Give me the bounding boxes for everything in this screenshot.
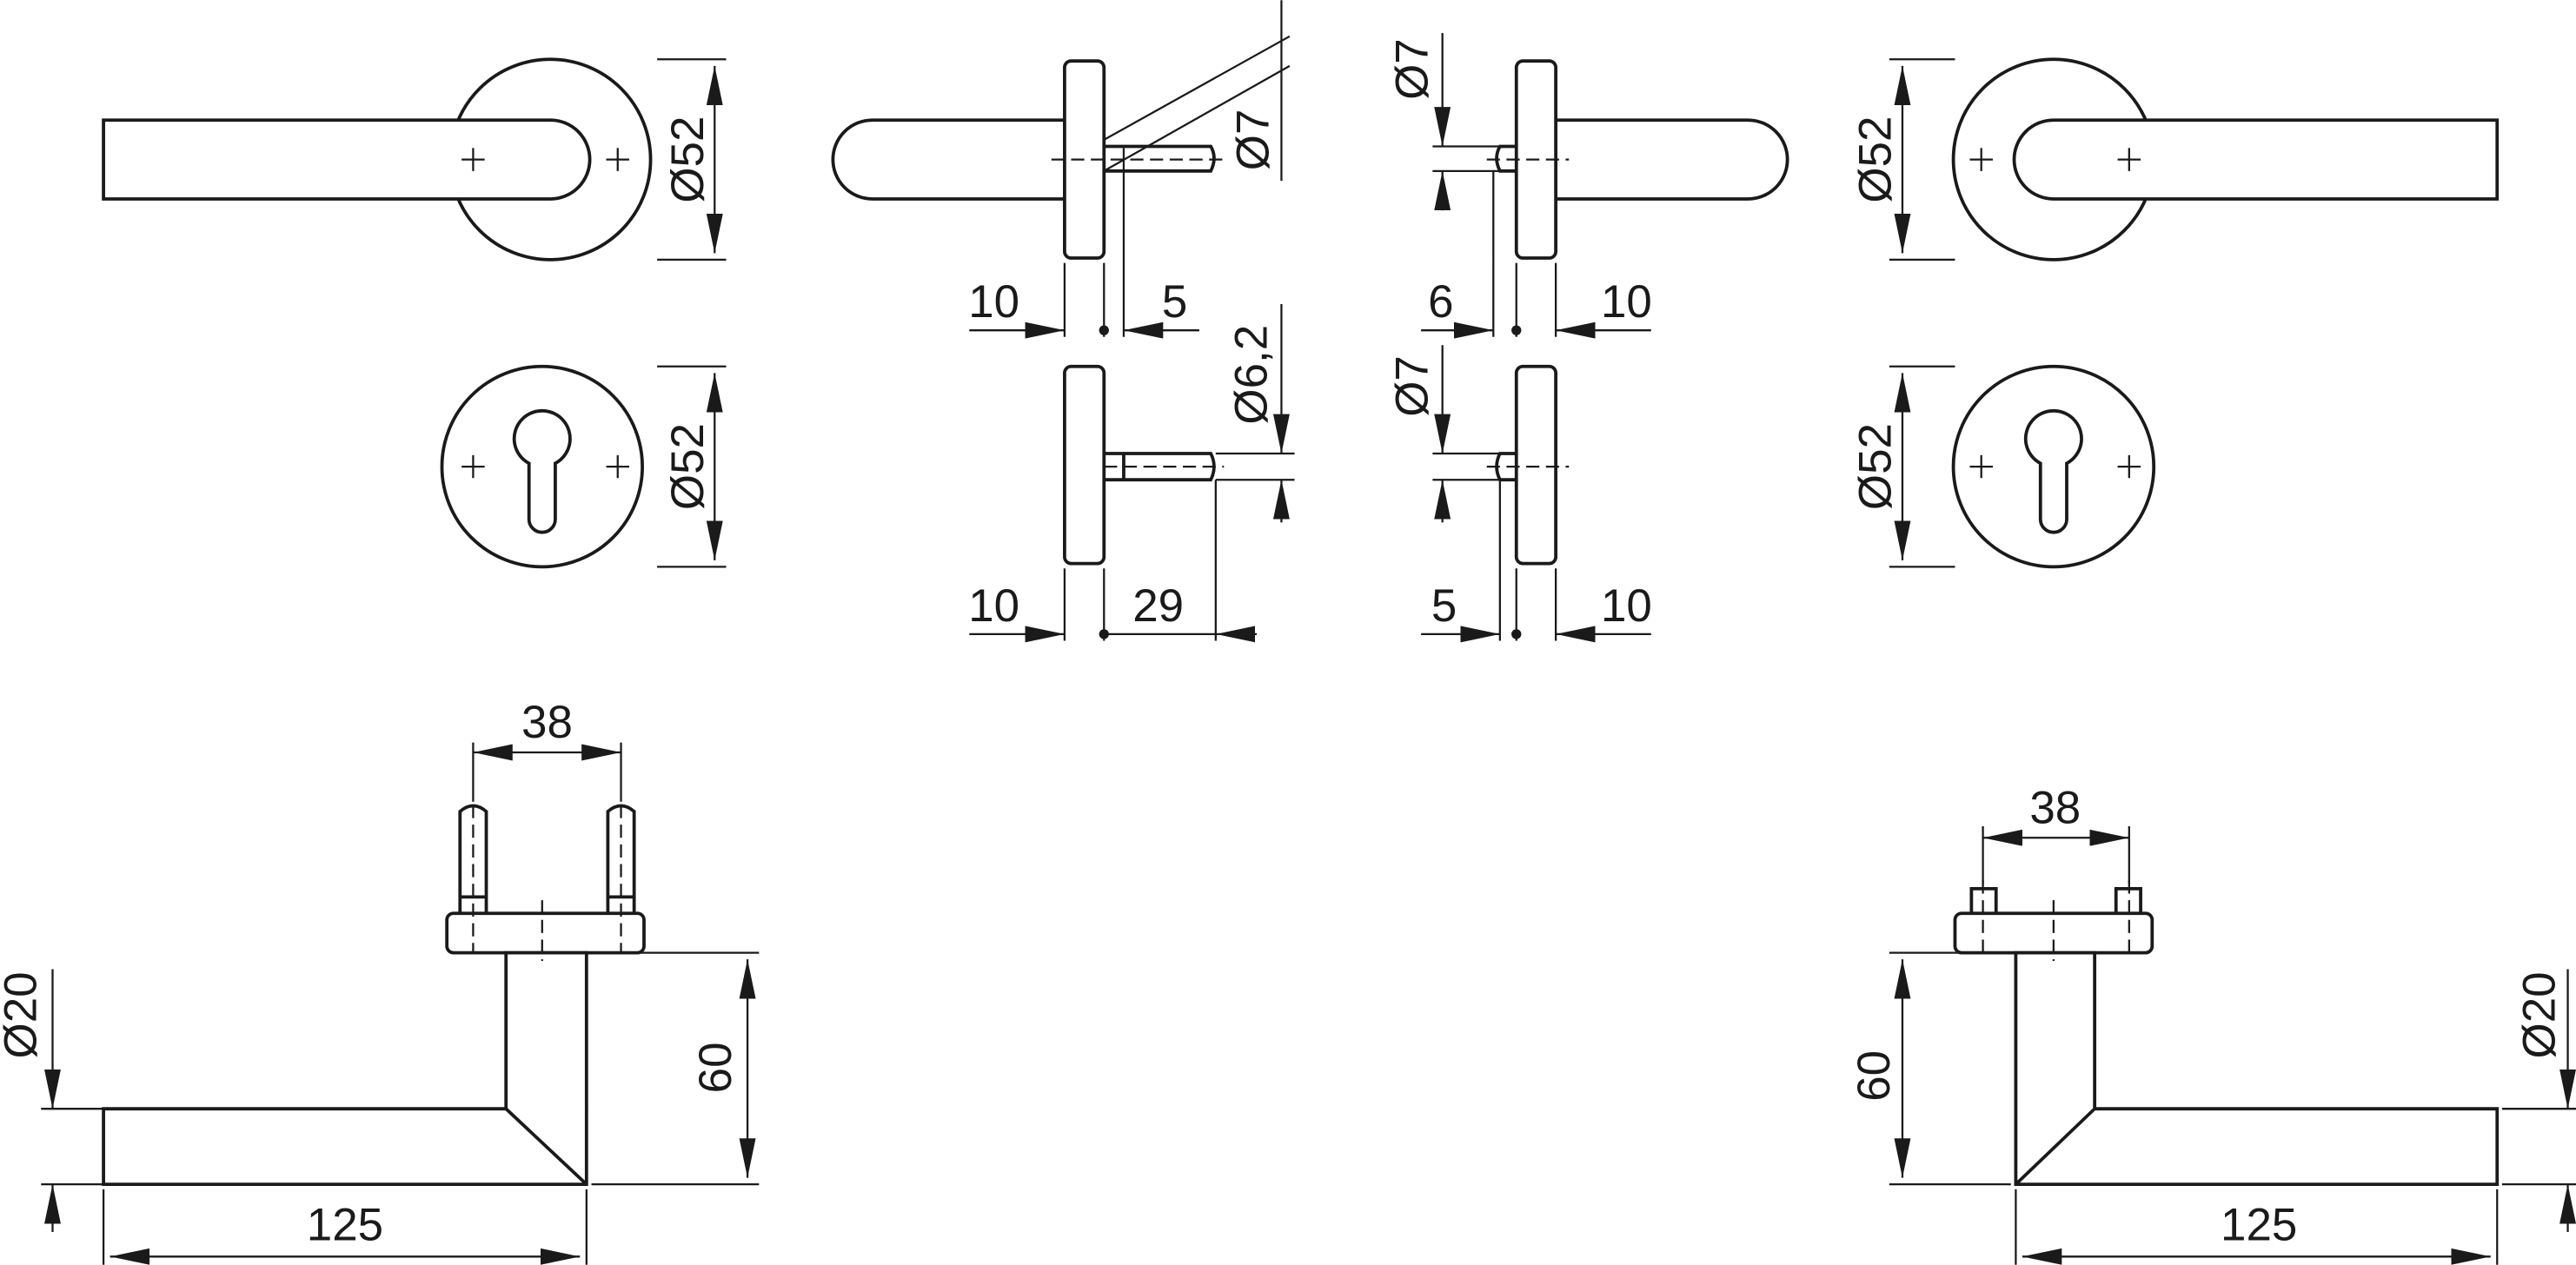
dim-side-left-cyl-plate: 10	[968, 580, 1019, 632]
escutcheon-front-right: Ø52	[1850, 364, 2156, 569]
dim-bottom-left-grip-dia: Ø20	[0, 971, 47, 1058]
lever-top-view-right: 38 60 Ø20 125	[1849, 782, 2576, 1265]
dim-bottom-left-length: 125	[307, 1199, 383, 1250]
dim-bottom-right-pin-spacing: 38	[2029, 782, 2081, 833]
dim-rose-right: Ø52	[1850, 116, 1902, 203]
dim-side-right-spindle: Ø7	[1387, 38, 1438, 100]
dim-side-left-cyl-dia: Ø6,2	[1225, 325, 1277, 425]
dim-bottom-left-pin-spacing: 38	[521, 697, 573, 748]
dim-bottom-right-grip-dia: Ø20	[2513, 971, 2565, 1058]
dim-side-right-plate: 10	[1601, 276, 1652, 328]
side-view-escutcheon-left: Ø6,2 10 29	[968, 303, 1295, 643]
dim-bottom-left-height: 60	[690, 1043, 741, 1094]
dim-side-right-cyl-plate: 10	[1601, 580, 1652, 632]
dim-escutcheon-right: Ø52	[1850, 423, 1902, 510]
dim-side-left-cyl-length: 29	[1132, 580, 1184, 632]
dim-rose-left: Ø52	[662, 116, 714, 203]
rose-lever-front-left: Ø52	[102, 57, 727, 262]
dim-side-right-offset: 6	[1428, 276, 1453, 328]
dim-side-left-offset: 5	[1162, 276, 1187, 328]
dim-side-right-cyl-dia: Ø7	[1387, 355, 1438, 417]
side-view-lever-left: Ø7 10 5	[831, 0, 1291, 339]
dim-side-left-plate: 10	[968, 276, 1019, 328]
dim-bottom-right-length: 125	[2221, 1199, 2297, 1250]
side-view-lever-right: Ø7 6 10	[1387, 33, 1789, 339]
dim-bottom-right-height: 60	[1849, 1050, 1900, 1102]
dim-escutcheon-left: Ø52	[662, 423, 714, 510]
escutcheon-front-left: Ø52	[440, 364, 727, 569]
dim-side-left-spindle: Ø7	[1227, 109, 1278, 171]
side-view-escutcheon-right: Ø7 5 10	[1387, 345, 1652, 643]
rose-lever-front-right: Ø52	[1850, 57, 2500, 262]
lever-top-view-left: 38 60 Ø20 125	[0, 697, 760, 1265]
dim-side-right-cyl-offset: 5	[1431, 580, 1457, 632]
